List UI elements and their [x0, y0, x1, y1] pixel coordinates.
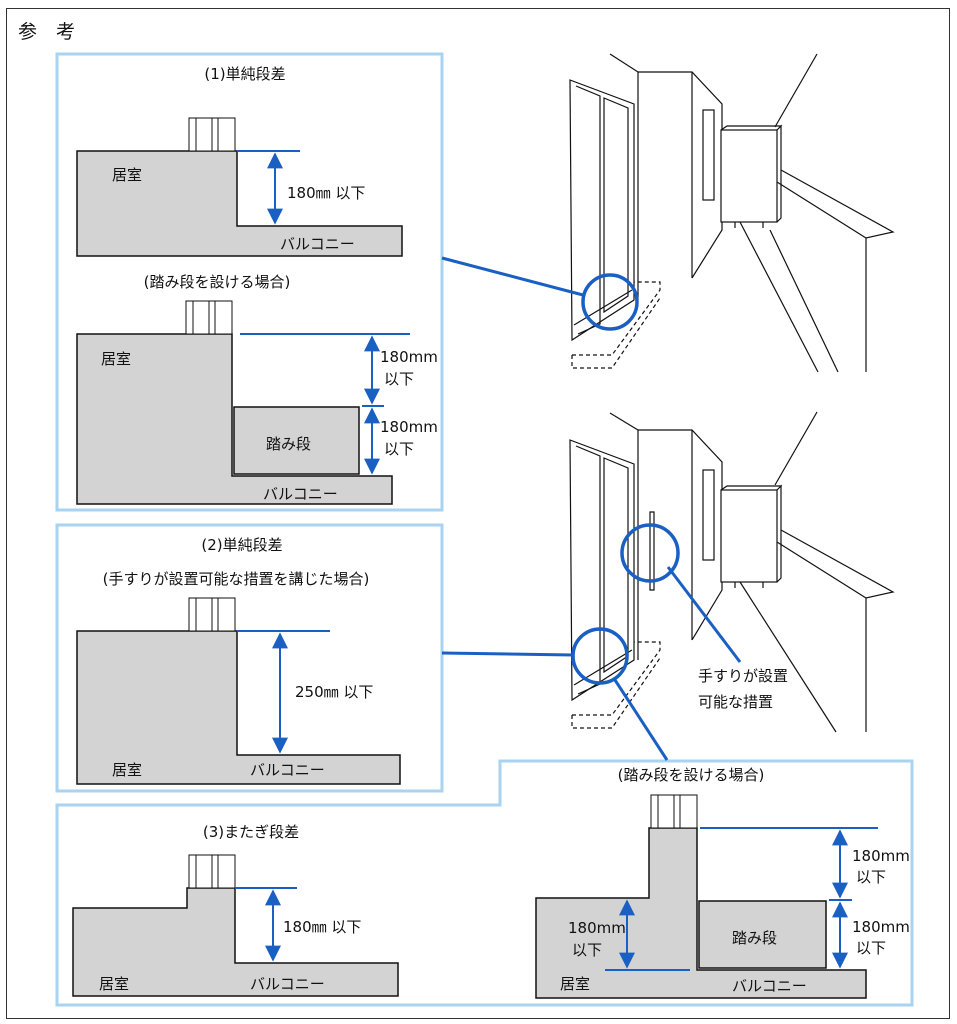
height-label: 以下 [856, 939, 886, 957]
room-label: 居室 [560, 975, 590, 993]
room-label: 居室 [112, 166, 142, 184]
panel1-border [55, 52, 444, 512]
leader-line [441, 256, 584, 297]
panel3-tread-diagram: 180mm 以下 180mm 以下 180mm 以下 踏み段 居室 バルコニー [535, 794, 910, 999]
panel3-title: (3)またぎ段差 [203, 823, 299, 841]
leader-line [666, 566, 742, 663]
balcony-label: バルコニー [732, 977, 807, 995]
height-label: 180mm [568, 919, 626, 937]
panel2-border [55, 523, 444, 793]
header-title: 参 考 [18, 21, 75, 43]
door-frame [650, 794, 698, 829]
door-frame [188, 117, 236, 152]
height-label: 以下 [856, 868, 886, 886]
panel3-subtitle: (踏み段を設ける場合) [618, 766, 765, 784]
panel1-tread-diagram: 居室 180mm 以下 180mm 以下 踏み段 バルコニー [76, 300, 438, 505]
callout-label: 手すりが設置 [698, 667, 788, 685]
step-label: 踏み段 [266, 435, 311, 453]
height-label: 180mm [380, 418, 438, 436]
room-floor [535, 827, 867, 999]
step-label: 踏み段 [732, 929, 777, 947]
balcony-perspective-bottom [569, 411, 895, 733]
panel3-straddle-diagram: 180㎜ 以下 居室 バルコニー [72, 854, 399, 997]
panel2-step-diagram: 250㎜ 以下 居室 バルコニー [76, 597, 401, 785]
panel1-step-diagram: 居室 180㎜ 以下 バルコニー [76, 117, 403, 257]
panel1-title: (1)単純段差 [204, 65, 285, 83]
door-frame [188, 854, 236, 889]
handrail-highlight-circle [620, 523, 680, 583]
step-block [698, 900, 827, 969]
height-label: 180mm [852, 918, 910, 936]
callout-label: 可能な措置 [698, 693, 773, 711]
height-label: 以下 [384, 440, 414, 458]
room-label: 居室 [112, 761, 142, 779]
height-label: 250㎜ 以下 [295, 683, 373, 701]
panel2-subtitle: (手すりが設置可能な措置を講じた場合) [103, 570, 370, 588]
height-label: 以下 [572, 941, 602, 959]
balcony-perspective-top [569, 53, 895, 373]
room-label: 居室 [101, 350, 131, 368]
leader-line [441, 651, 574, 657]
balcony-label: バルコニー [280, 235, 355, 253]
door-frame [185, 300, 233, 335]
height-label: 180mm [380, 348, 438, 366]
height-label: 180㎜ 以下 [287, 184, 365, 202]
panel2-title: (2)単純段差 [201, 536, 282, 554]
height-label: 180㎜ 以下 [283, 918, 361, 936]
balcony-label: バルコニー [263, 485, 338, 503]
threshold-highlight-circle [571, 627, 629, 685]
height-label: 180mm [852, 847, 910, 865]
step-block [233, 406, 360, 475]
balcony-label: バルコニー [250, 761, 325, 779]
height-label: 以下 [384, 370, 414, 388]
room-floor [72, 887, 399, 997]
threshold-highlight-circle [581, 273, 639, 331]
outer-frame [6, 8, 950, 1019]
door-frame [188, 597, 236, 632]
panel3-border [55, 759, 914, 1007]
panel1-subtitle: (踏み段を設ける場合) [144, 273, 291, 291]
room-label: 居室 [99, 975, 129, 993]
balcony-label: バルコニー [250, 975, 325, 993]
leader-line [613, 679, 669, 761]
